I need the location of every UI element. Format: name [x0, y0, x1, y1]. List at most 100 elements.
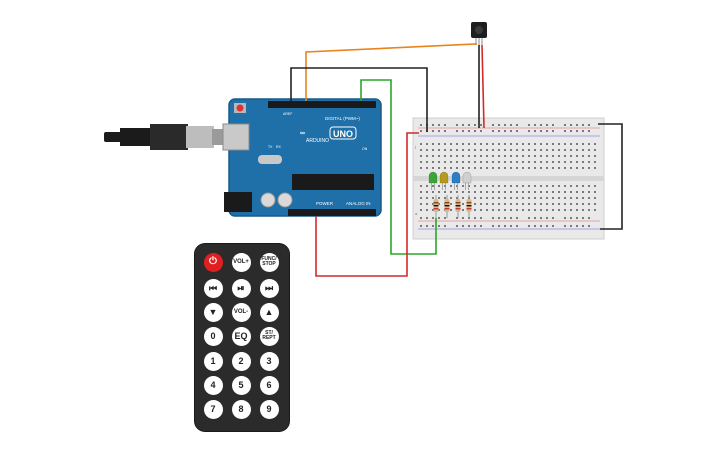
breadboard-hole[interactable] [462, 197, 464, 199]
breadboard-hole[interactable] [498, 203, 500, 205]
breadboard-hole[interactable] [420, 167, 422, 169]
breadboard-hole[interactable] [444, 225, 446, 227]
breadboard-hole[interactable] [558, 185, 560, 187]
breadboard-hole[interactable] [546, 149, 548, 151]
breadboard-hole[interactable] [438, 143, 440, 145]
breadboard-hole[interactable] [462, 225, 464, 227]
breadboard-hole[interactable] [468, 124, 470, 126]
breadboard-hole[interactable] [420, 149, 422, 151]
breadboard-hole[interactable] [576, 130, 578, 132]
breadboard-hole[interactable] [510, 124, 512, 126]
breadboard-hole[interactable] [570, 217, 572, 219]
breadboard-hole[interactable] [582, 167, 584, 169]
breadboard-hole[interactable] [588, 185, 590, 187]
breadboard-hole[interactable] [588, 143, 590, 145]
remote-seven-button[interactable]: 7 [203, 399, 223, 419]
breadboard-hole[interactable] [456, 225, 458, 227]
breadboard[interactable]: j a [412, 117, 605, 240]
breadboard-hole[interactable] [552, 191, 554, 193]
breadboard-hole[interactable] [426, 209, 428, 211]
breadboard-hole[interactable] [492, 130, 494, 132]
breadboard-hole[interactable] [432, 124, 434, 126]
breadboard-hole[interactable] [420, 191, 422, 193]
breadboard-hole[interactable] [540, 225, 542, 227]
breadboard-hole[interactable] [504, 209, 506, 211]
breadboard-hole[interactable] [462, 203, 464, 205]
breadboard-hole[interactable] [576, 197, 578, 199]
breadboard-hole[interactable] [570, 155, 572, 157]
breadboard-hole[interactable] [528, 124, 530, 126]
breadboard-hole[interactable] [594, 185, 596, 187]
breadboard-hole[interactable] [492, 209, 494, 211]
breadboard-hole[interactable] [420, 217, 422, 219]
breadboard-hole[interactable] [498, 191, 500, 193]
breadboard-hole[interactable] [420, 143, 422, 145]
breadboard-hole[interactable] [570, 143, 572, 145]
breadboard-hole[interactable] [498, 143, 500, 145]
breadboard-hole[interactable] [522, 155, 524, 157]
breadboard-hole[interactable] [540, 149, 542, 151]
breadboard-hole[interactable] [570, 225, 572, 227]
arduino-uno-board[interactable]: ∞ ARDUINO UNO DIGITAL (PWM~) POWER ANALO… [222, 98, 382, 217]
breadboard-hole[interactable] [546, 217, 548, 219]
breadboard-hole[interactable] [444, 143, 446, 145]
breadboard-hole[interactable] [540, 197, 542, 199]
breadboard-hole[interactable] [462, 143, 464, 145]
breadboard-hole[interactable] [492, 155, 494, 157]
breadboard-hole[interactable] [504, 167, 506, 169]
breadboard-hole[interactable] [486, 167, 488, 169]
remote-st-rept-button[interactable]: ST/ REPT [259, 326, 279, 346]
breadboard-hole[interactable] [546, 203, 548, 205]
breadboard-hole[interactable] [450, 167, 452, 169]
breadboard-hole[interactable] [558, 167, 560, 169]
breadboard-hole[interactable] [516, 203, 518, 205]
breadboard-hole[interactable] [558, 203, 560, 205]
breadboard-hole[interactable] [462, 217, 464, 219]
breadboard-hole[interactable] [576, 203, 578, 205]
breadboard-hole[interactable] [462, 161, 464, 163]
breadboard-hole[interactable] [540, 124, 542, 126]
breadboard-hole[interactable] [552, 197, 554, 199]
breadboard-hole[interactable] [540, 209, 542, 211]
breadboard-hole[interactable] [576, 225, 578, 227]
breadboard-hole[interactable] [504, 225, 506, 227]
breadboard-hole[interactable] [468, 225, 470, 227]
led-green[interactable] [428, 171, 438, 190]
breadboard-hole[interactable] [420, 197, 422, 199]
breadboard-hole[interactable] [582, 203, 584, 205]
breadboard-hole[interactable] [480, 161, 482, 163]
breadboard-hole[interactable] [504, 143, 506, 145]
breadboard-hole[interactable] [438, 149, 440, 151]
breadboard-hole[interactable] [594, 161, 596, 163]
breadboard-hole[interactable] [450, 143, 452, 145]
breadboard-hole[interactable] [528, 203, 530, 205]
breadboard-hole[interactable] [516, 149, 518, 151]
remote-down-button[interactable]: ▼ [203, 302, 223, 322]
breadboard-hole[interactable] [492, 149, 494, 151]
breadboard-hole[interactable] [474, 225, 476, 227]
remote-next-button[interactable]: ⏭ [259, 278, 279, 298]
breadboard-hole[interactable] [528, 185, 530, 187]
breadboard-hole[interactable] [552, 124, 554, 126]
breadboard-hole[interactable] [528, 217, 530, 219]
breadboard-hole[interactable] [504, 130, 506, 132]
breadboard-hole[interactable] [492, 124, 494, 126]
breadboard-hole[interactable] [558, 149, 560, 151]
breadboard-hole[interactable] [432, 203, 434, 205]
breadboard-hole[interactable] [504, 161, 506, 163]
breadboard-hole[interactable] [438, 217, 440, 219]
breadboard-hole[interactable] [564, 217, 566, 219]
breadboard-hole[interactable] [450, 203, 452, 205]
breadboard-hole[interactable] [486, 203, 488, 205]
breadboard-hole[interactable] [438, 225, 440, 227]
breadboard-hole[interactable] [516, 225, 518, 227]
breadboard-hole[interactable] [588, 167, 590, 169]
breadboard-hole[interactable] [468, 161, 470, 163]
breadboard-hole[interactable] [438, 130, 440, 132]
resistors[interactable] [433, 195, 472, 218]
breadboard-hole[interactable] [588, 155, 590, 157]
breadboard-hole[interactable] [546, 161, 548, 163]
breadboard-hole[interactable] [540, 185, 542, 187]
breadboard-hole[interactable] [444, 149, 446, 151]
rail-bridge-wire[interactable] [598, 123, 623, 230]
